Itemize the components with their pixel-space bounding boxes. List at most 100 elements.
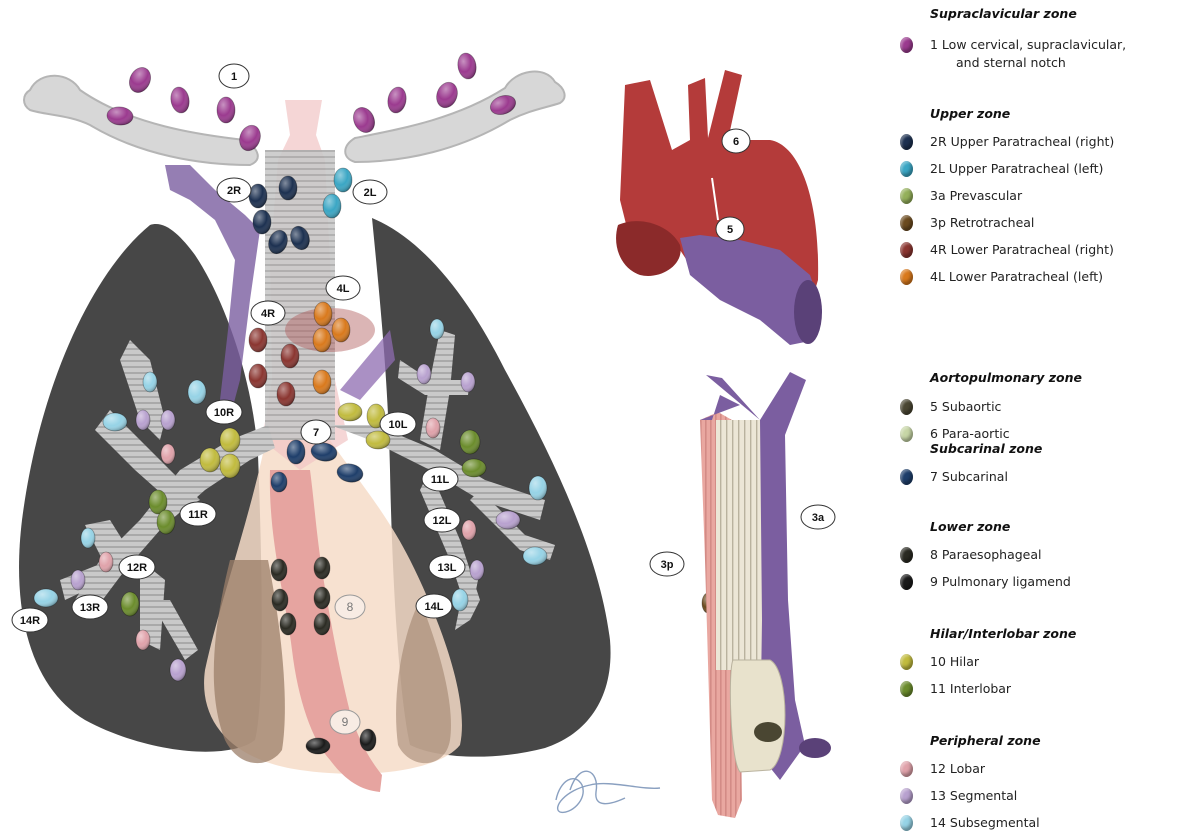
legend-item-label: 1 Low cervical, supraclavicular, (930, 37, 1126, 53)
lymph-node-shading (452, 589, 468, 611)
station-label-11L: 11L (422, 467, 458, 491)
svg-text:3p: 3p (661, 559, 674, 571)
lymph-node-shading (99, 552, 113, 572)
svg-text:10L: 10L (389, 419, 408, 431)
lymph-node-shading (462, 520, 476, 540)
legend-swatch (900, 426, 913, 442)
legend-item: 2R Upper Paratracheal (right) (880, 131, 1185, 153)
legend-item: 11 Interlobar (880, 678, 1185, 700)
lymph-node-shading (249, 364, 267, 388)
svg-text:7: 7 (313, 427, 319, 439)
station-label-7: 7 (301, 420, 331, 444)
lymph-node-shading (313, 328, 331, 352)
legend-item: 10 Hilar (880, 651, 1185, 673)
lymph-node-shading (349, 104, 378, 136)
lymph-node-shading (470, 560, 484, 580)
lymph-node-shading (279, 176, 297, 200)
station-label-6: 6 (722, 129, 750, 153)
legend-item-label: 11 Interlobar (930, 681, 1011, 697)
lymph-node-shading (462, 459, 486, 477)
legend-item-label: 3a Prevascular (930, 188, 1022, 204)
legend-item: 1 Low cervical, supraclavicular,and ster… (880, 34, 1185, 56)
lymph-node-shading (34, 589, 58, 607)
legend-item-label-continued: and sternal notch (956, 55, 1066, 70)
lymph-node-shading (220, 454, 240, 478)
vessel-lumen (794, 280, 822, 344)
lymph-node-shading (323, 194, 341, 218)
lymph-node-shading (121, 592, 139, 616)
legend-item-label: 6 Para-aortic (930, 426, 1010, 442)
legend-item-label: 14 Subsegmental (930, 815, 1040, 831)
legend-item: 3p Retrotracheal (880, 212, 1185, 234)
station-label-4R: 4R (251, 301, 285, 325)
legend-swatch (900, 269, 913, 285)
lymph-node-shading (249, 328, 267, 352)
legend-swatch (900, 215, 913, 231)
legend-item: 13 Segmental (880, 785, 1185, 807)
lymph-node-shading (277, 382, 295, 406)
legend-swatch (900, 681, 913, 697)
svg-text:3a: 3a (812, 512, 825, 524)
station-label-1: 1 (219, 64, 249, 88)
legend-zone-title: Supraclavicular zone (930, 6, 1077, 21)
legend-item-label: 8 Paraesophageal (930, 547, 1042, 563)
lymph-node-shading (314, 613, 330, 635)
lymph-node-shading (313, 370, 331, 394)
lateral-mediastinum-inset: 3a 3p (650, 372, 835, 818)
lymph-node-shading (314, 302, 332, 326)
legend-item-label: 12 Lobar (930, 761, 985, 777)
legend-swatch (900, 547, 913, 563)
svg-text:6: 6 (733, 136, 739, 148)
lymph-node-shading (460, 430, 480, 454)
legend-swatch (900, 161, 913, 177)
station-label-13L: 13L (429, 555, 465, 579)
legend-zone-title: Upper zone (930, 106, 1010, 121)
station-label-10R: 10R (206, 400, 242, 424)
svg-text:14L: 14L (425, 601, 444, 613)
svg-text:4R: 4R (261, 308, 275, 320)
station-label-4L: 4L (326, 276, 360, 300)
lymph-node-shading (71, 570, 85, 590)
legend-swatch (900, 469, 913, 485)
legend-swatch (900, 761, 913, 777)
lymph-node-shading (271, 472, 287, 492)
legend-swatch (900, 188, 913, 204)
svg-text:13L: 13L (438, 562, 457, 574)
legend-zone-title: Peripheral zone (930, 733, 1041, 748)
lymph-node-shading (529, 476, 547, 500)
lymph-node-shading (280, 613, 296, 635)
svg-text:11L: 11L (431, 474, 450, 486)
lymph-node-shading (188, 380, 206, 404)
lymph-node-shading (161, 444, 175, 464)
lymph-node-shading (136, 410, 150, 430)
station-label-9: 9 (330, 710, 360, 734)
station-label-12L: 12L (424, 508, 460, 532)
legend-item-label: 2R Upper Paratracheal (right) (930, 134, 1114, 150)
svg-text:9: 9 (342, 715, 349, 729)
legend-item-label: 2L Upper Paratracheal (left) (930, 161, 1103, 177)
station-label-10L: 10L (380, 412, 416, 436)
svg-text:8: 8 (347, 600, 354, 614)
lymph-node-shading (169, 86, 191, 115)
svg-text:12R: 12R (127, 562, 147, 574)
legend-item: 12 Lobar (880, 758, 1185, 780)
legend-item-label: 10 Hilar (930, 654, 979, 670)
signature (556, 771, 660, 812)
lymph-node-shading (220, 428, 240, 452)
svg-text:12L: 12L (433, 515, 452, 527)
legend-item: 4R Lower Paratracheal (right) (880, 239, 1185, 261)
station-label-3a: 3a (801, 505, 835, 529)
station-label-3p: 3p (650, 552, 684, 576)
aortic-arch-inset: 6 5 (616, 70, 822, 345)
lymph-node-shading (523, 547, 547, 565)
legend-item-label: 9 Pulmonary ligamend (930, 574, 1071, 590)
legend-item: 3a Prevascular (880, 185, 1185, 207)
lymph-node-shading (200, 448, 220, 472)
lymph-node-shading (417, 364, 431, 384)
lymph-node-shading (287, 440, 305, 464)
legend-item: 8 Paraesophageal (880, 544, 1185, 566)
lymph-node-shading (433, 79, 461, 110)
station-label-11R: 11R (180, 502, 216, 526)
legend-swatch (900, 788, 913, 804)
legend-item-label: 13 Segmental (930, 788, 1017, 804)
